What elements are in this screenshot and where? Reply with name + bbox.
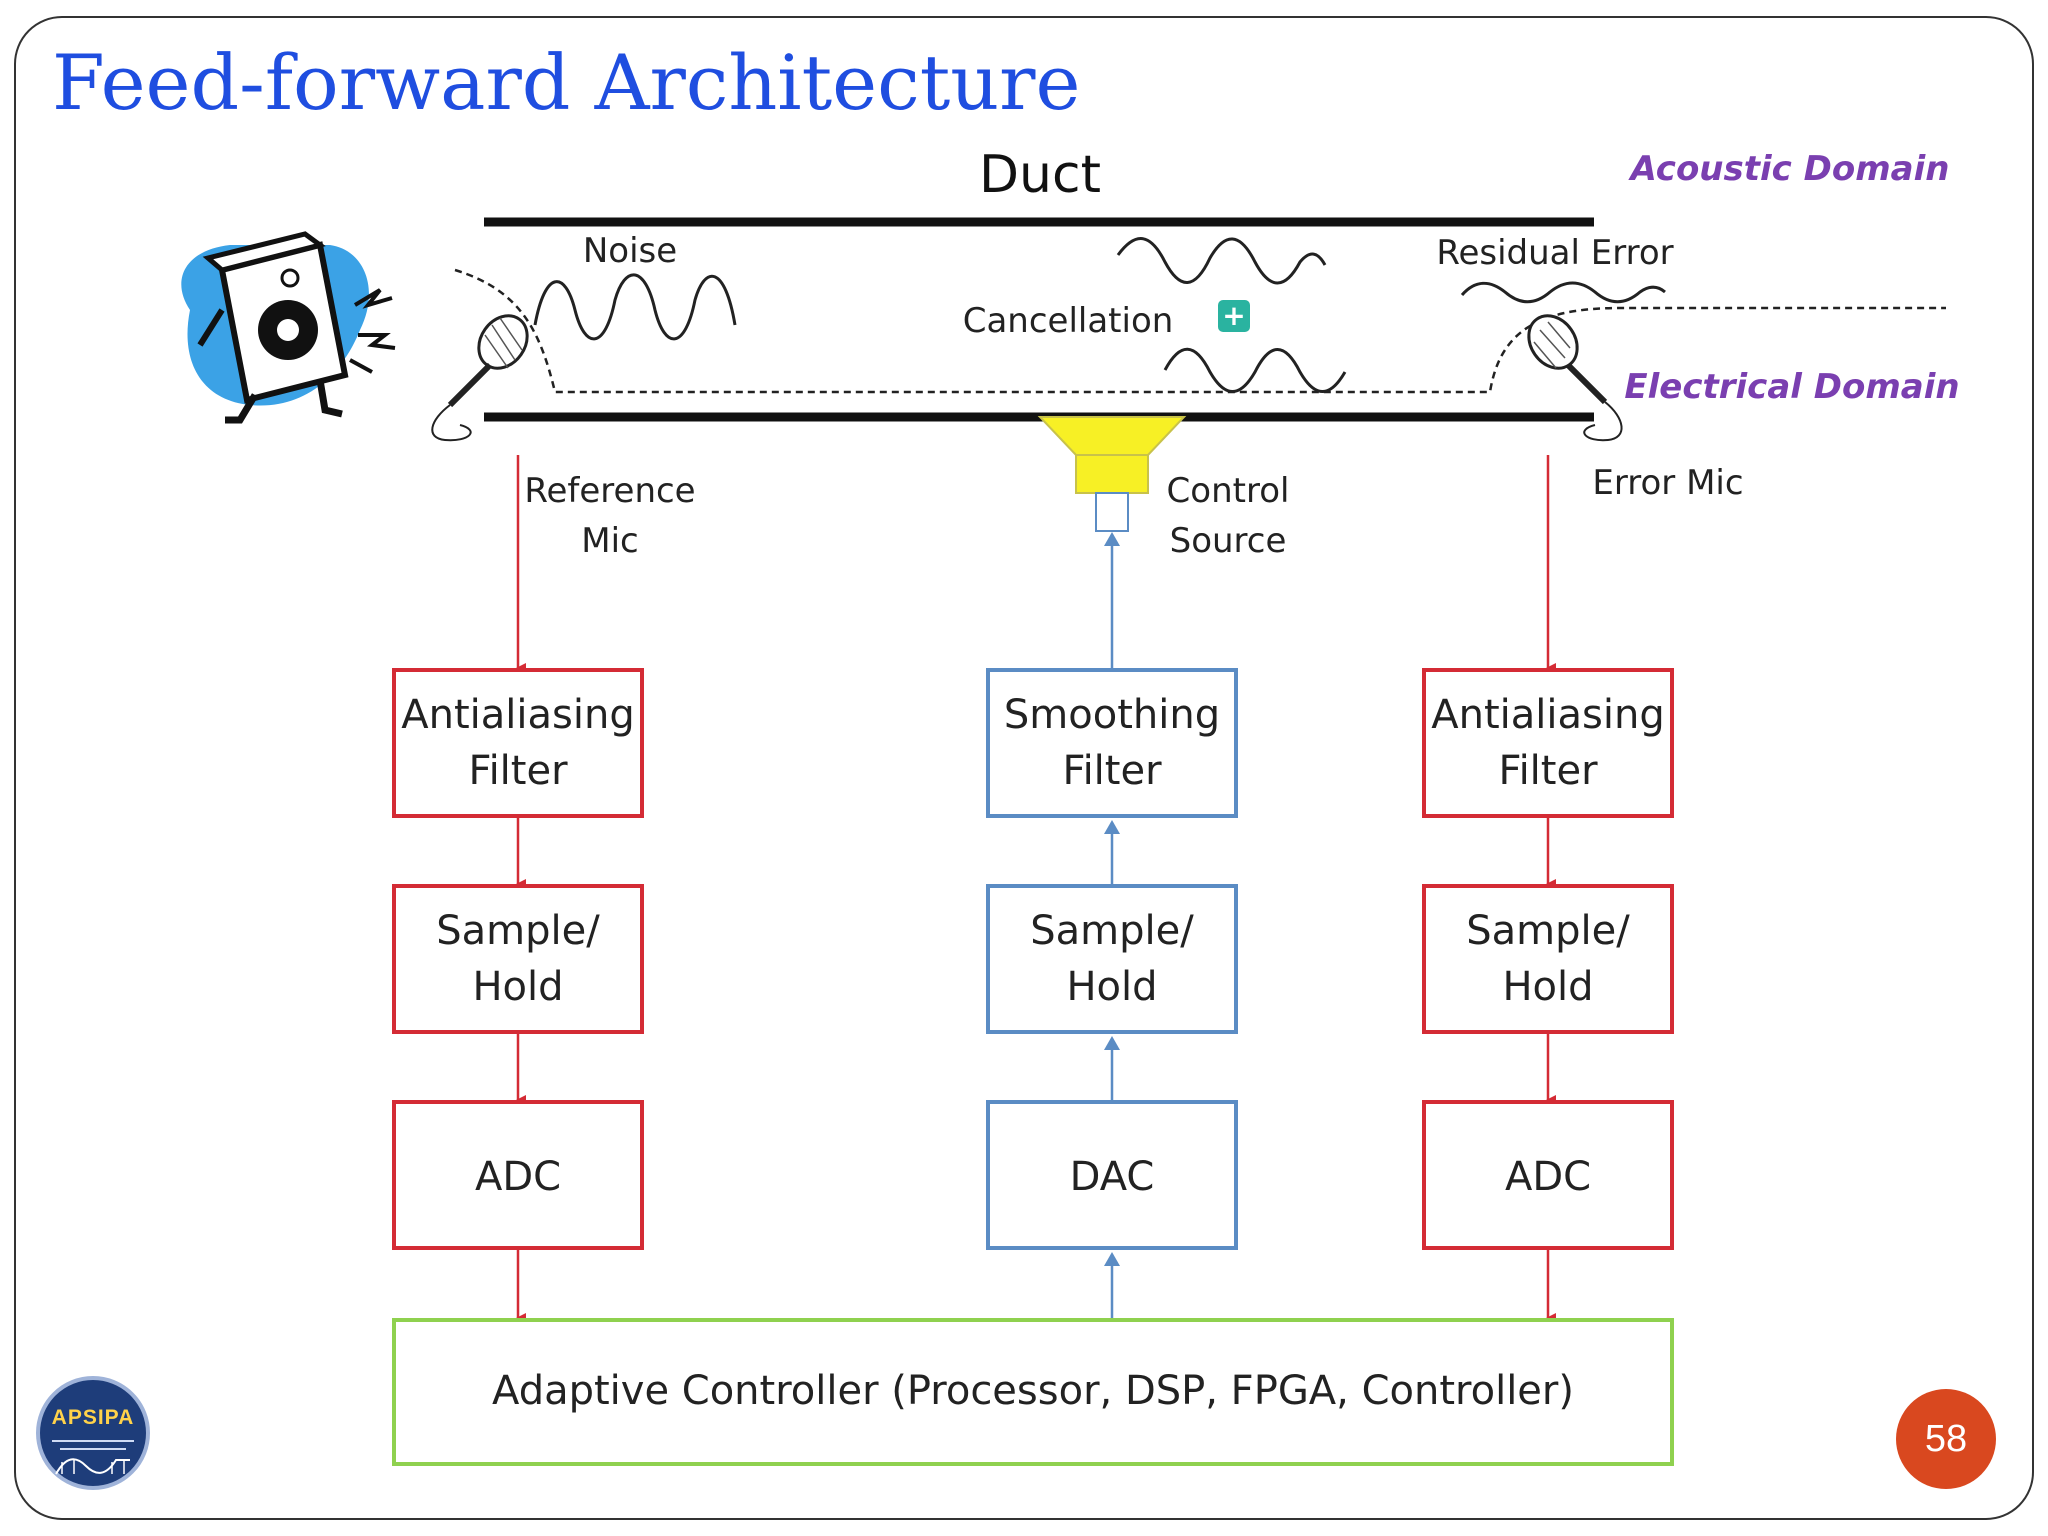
error-mic-icon [1527, 314, 1623, 442]
residual-error-label: Residual Error [1436, 233, 1673, 273]
cancellation-label: Cancellation [963, 301, 1174, 341]
right-filter-label-line2: Filter [1498, 748, 1598, 794]
center-sample-hold-box [986, 884, 1238, 1034]
noise-wave [533, 273, 737, 341]
center-sample-hold-line2: Hold [1066, 964, 1157, 1010]
left-antialiasing-filter-box [392, 668, 644, 818]
dac-label: DAC [1070, 1154, 1155, 1200]
right-sample-hold-line1: Sample/ [1466, 908, 1630, 954]
sum-icon-glyph: + [1222, 299, 1245, 332]
dac-box [986, 1100, 1238, 1250]
control-source-label-line2: Source [1170, 521, 1287, 561]
duct-label: Duct [979, 145, 1101, 205]
sum-icon [1218, 300, 1250, 332]
left-adc-label: ADC [475, 1154, 561, 1200]
cancellation-wave-bottom [1163, 347, 1347, 393]
page-number-badge: 58 [1896, 1389, 1996, 1489]
acoustic-domain-label: Acoustic Domain [1628, 149, 1950, 189]
logo-text: APSIPA [51, 1406, 135, 1429]
left-adc-box [392, 1100, 644, 1250]
right-antialiasing-filter-box [1422, 668, 1674, 818]
left-filter-label-line1: Antialiasing [401, 692, 634, 738]
adaptive-controller-label: Adaptive Controller (Processor, DSP, FPG… [492, 1368, 1574, 1414]
left-sample-hold-line2: Hold [472, 964, 563, 1010]
logo-wave-icon [55, 1458, 130, 1475]
center-sample-hold-line1: Sample/ [1030, 908, 1194, 954]
signal-connectors [516, 455, 1556, 1323]
left-sample-hold-box [392, 884, 644, 1034]
upward-arrowheads [1104, 532, 1120, 1266]
right-adc-box [1422, 1100, 1674, 1250]
control-source-label-line1: Control [1167, 471, 1290, 511]
noise-label: Noise [583, 231, 677, 271]
left-sample-hold-line1: Sample/ [436, 908, 600, 954]
error-mic-label: Error Mic [1592, 463, 1743, 503]
reference-mic-label-line2: Mic [581, 521, 638, 561]
reference-mic-icon [431, 314, 529, 442]
right-adc-label: ADC [1505, 1154, 1591, 1200]
right-filter-label-line1: Antialiasing [1431, 692, 1664, 738]
cancellation-wave-top [1116, 237, 1327, 285]
left-filter-label-line2: Filter [468, 748, 568, 794]
smoothing-filter-box [986, 668, 1238, 818]
electrical-domain-label: Electrical Domain [1624, 367, 1959, 407]
right-sample-hold-box [1422, 884, 1674, 1034]
adaptive-controller-box [392, 1318, 1674, 1466]
logo-line [52, 1440, 134, 1442]
control-source-speaker-icon [1037, 416, 1187, 532]
smoothing-filter-label-line2: Filter [1062, 748, 1162, 794]
smoothing-filter-label-line1: Smoothing [1004, 692, 1220, 738]
apsipa-logo: APSIPA [36, 1376, 150, 1490]
noise-speaker-icon [181, 231, 396, 424]
reference-mic-label-line1: Reference [524, 471, 695, 511]
residual-wave [1460, 281, 1666, 304]
logo-line [60, 1448, 126, 1450]
right-sample-hold-line2: Hold [1502, 964, 1593, 1010]
slide-title: Feed-forward Architecture [52, 38, 1081, 127]
